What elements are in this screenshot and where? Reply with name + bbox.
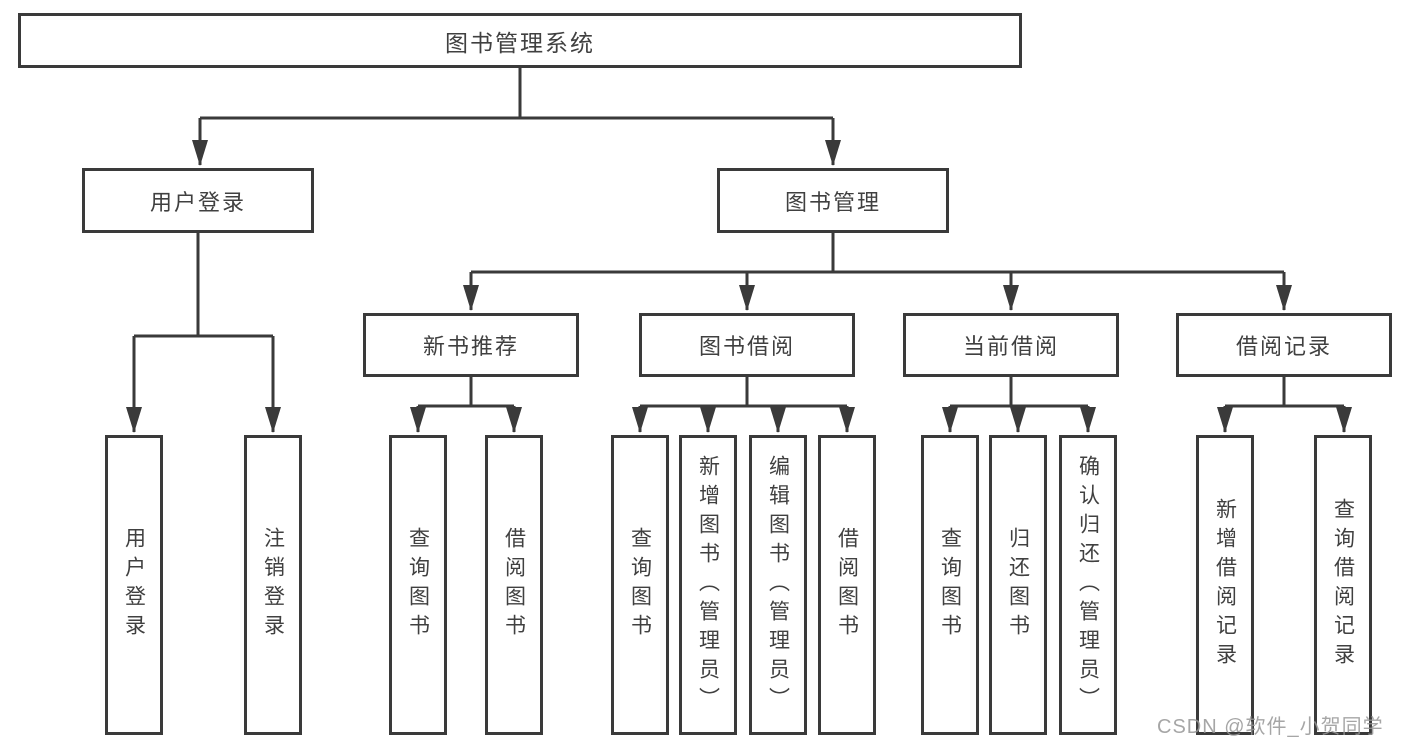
connector-borrowrecords-rail <box>1225 377 1344 408</box>
node-root-system: 图书管理系统 <box>18 13 1022 68</box>
node-root-system-label: 图书管理系统 <box>445 29 595 56</box>
node-book-management: 图书管理 <box>717 168 949 233</box>
connector-userlogin-rail <box>134 233 273 338</box>
node-user-login-label: 用户登录 <box>149 189 246 215</box>
leaf-edit-books-admin-label: 编辑图书（管理员） <box>766 454 790 716</box>
leaf-user-login-label: 用户登录 <box>122 527 146 643</box>
leaf-add-borrow-record: 新增借阅记录 <box>1196 435 1254 735</box>
leaf-add-borrow-record-label: 新增借阅记录 <box>1213 498 1237 672</box>
connector-bookmgmt-rail <box>471 233 1284 274</box>
leaf-return-books: 归还图书 <box>989 435 1047 735</box>
leaf-query-borrow-record: 查询借阅记录 <box>1314 435 1372 735</box>
leaf-user-login: 用户登录 <box>105 435 163 735</box>
leaf-add-books-admin: 新增图书（管理员） <box>679 435 737 735</box>
node-book-management-label: 图书管理 <box>784 189 881 215</box>
node-book-borrow-label: 图书借阅 <box>698 334 795 359</box>
connector-newbook-rail <box>418 377 514 408</box>
leaf-borrow-books-recommend-label: 借阅图书 <box>502 527 526 643</box>
node-borrow-records-label: 借阅记录 <box>1235 334 1332 359</box>
leaf-edit-books-admin: 编辑图书（管理员） <box>749 435 807 735</box>
node-user-login: 用户登录 <box>82 168 314 233</box>
leaf-query-borrow-record-label: 查询借阅记录 <box>1331 498 1355 672</box>
node-borrow-records: 借阅记录 <box>1176 313 1392 377</box>
connector-currentborrow-rail <box>950 377 1088 408</box>
leaf-add-books-admin-label: 新增图书（管理员） <box>696 454 720 716</box>
leaf-borrow-books: 借阅图书 <box>818 435 876 735</box>
leaf-query-books-borrow: 查询图书 <box>611 435 669 735</box>
node-new-book-recommend: 新书推荐 <box>363 313 579 377</box>
node-current-borrow: 当前借阅 <box>903 313 1119 377</box>
leaf-borrow-books-recommend: 借阅图书 <box>485 435 543 735</box>
node-current-borrow-label: 当前借阅 <box>962 334 1059 359</box>
leaf-logout-label: 注销登录 <box>261 527 285 643</box>
leaf-query-books-recommend-label: 查询图书 <box>406 527 430 643</box>
leaf-query-books-current-label: 查询图书 <box>938 527 962 643</box>
leaf-query-books-borrow-label: 查询图书 <box>628 527 652 643</box>
leaf-query-books-current: 查询图书 <box>921 435 979 735</box>
connector-bookborrow-rail <box>640 377 847 408</box>
connector-root-rail <box>200 68 833 120</box>
watermark: CSDN @软件_小贺同学 <box>1157 716 1384 738</box>
node-new-book-recommend-label: 新书推荐 <box>422 334 519 359</box>
leaf-return-books-label: 归还图书 <box>1006 527 1030 643</box>
node-book-borrow: 图书借阅 <box>639 313 855 377</box>
leaf-query-books-recommend: 查询图书 <box>389 435 447 735</box>
leaf-confirm-return-admin: 确认归还（管理员） <box>1059 435 1117 735</box>
leaf-confirm-return-admin-label: 确认归还（管理员） <box>1076 454 1100 716</box>
leaf-logout: 注销登录 <box>244 435 302 735</box>
leaf-borrow-books-label: 借阅图书 <box>835 527 859 643</box>
